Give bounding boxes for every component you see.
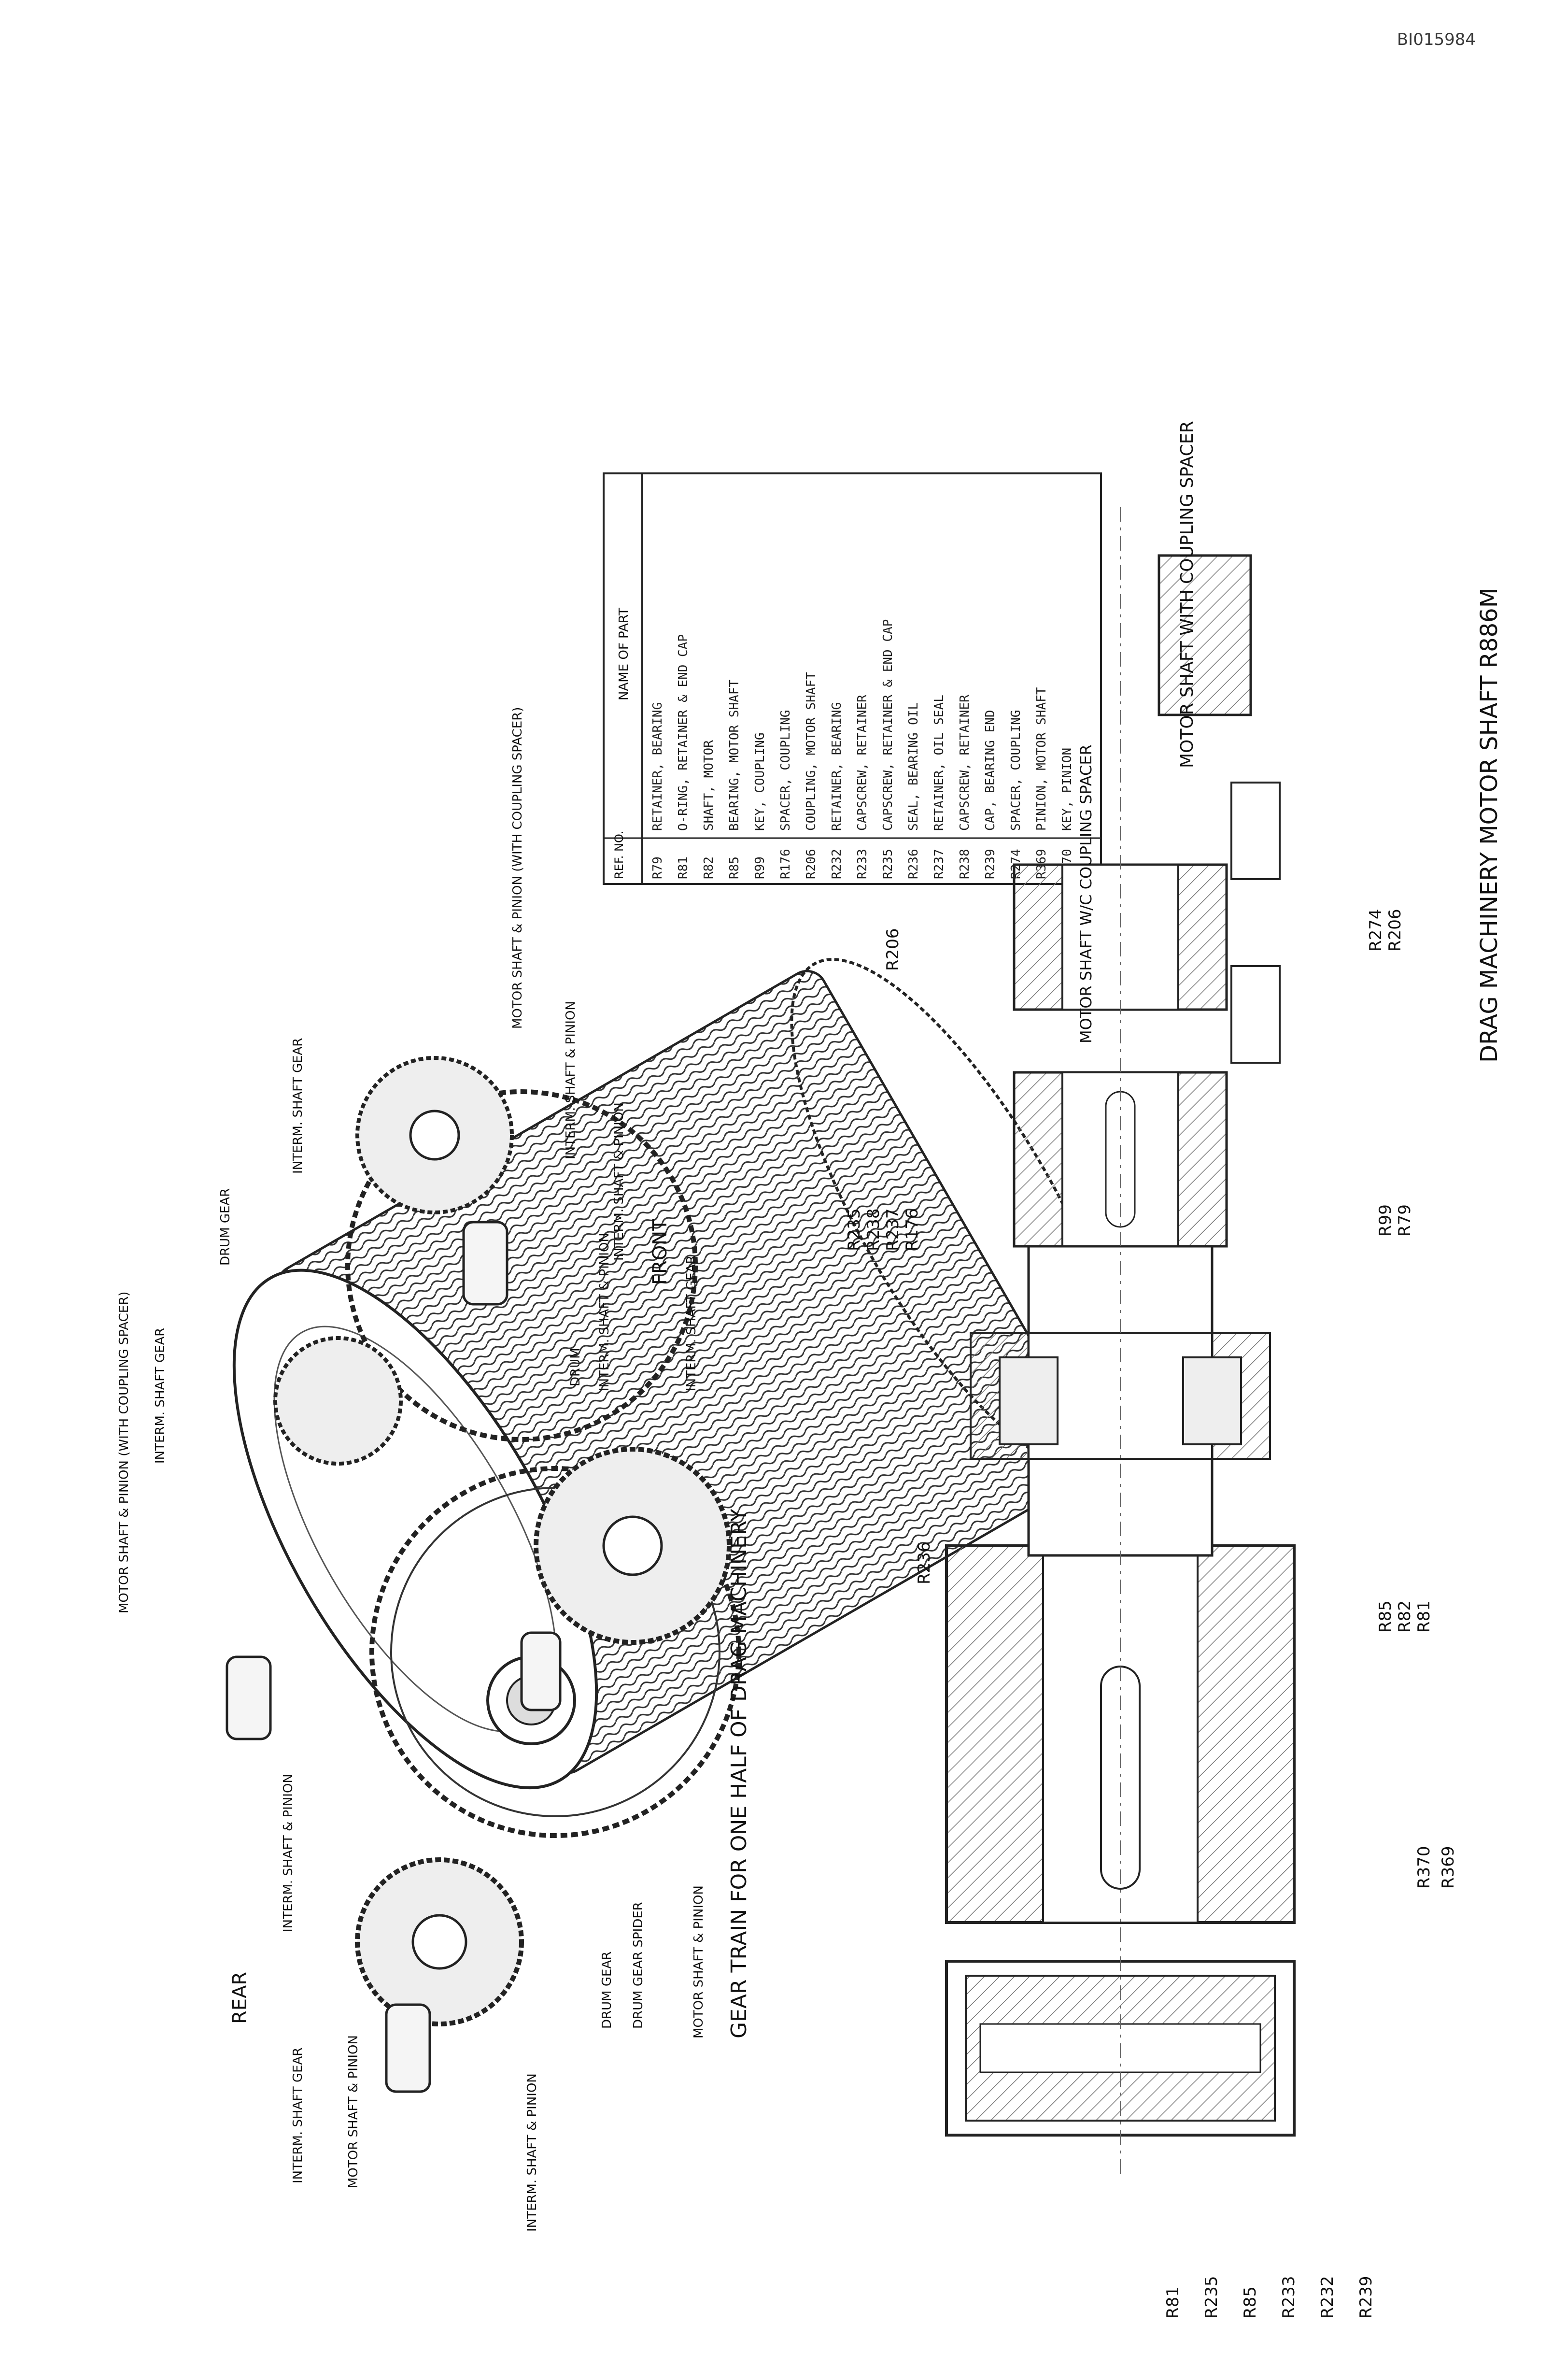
parts-table-ref-0: R79 — [650, 856, 665, 879]
callout-top-2: R235 — [845, 1208, 864, 1251]
parts-table-name-13: CAP, BEARING END — [983, 710, 998, 831]
interm-shaft-pinion-mid — [520, 1631, 562, 1711]
callout-bottom-8: R274 — [1366, 909, 1385, 952]
parts-table-ref-6: R206 — [804, 849, 819, 879]
callout-left-5: R232 — [1318, 2276, 1337, 2319]
label-interm-shaft-pinion-right1: INTERM. SHAFT & PINION — [564, 1001, 578, 1159]
parts-table-ref-9: R235 — [881, 849, 895, 879]
callout-bottom-5: R81 — [1414, 1600, 1434, 1633]
parts-table-ref-1: R81 — [676, 856, 691, 879]
parts-table-name-4: KEY, COUPLING — [753, 733, 767, 831]
label-drum-gear-bottom: DRUM GEAR — [600, 1952, 614, 2029]
label-interm-shaft-pinion-left-top: INTERM. SHAFT & PINION — [281, 1774, 296, 1932]
parts-table-name-11: RETAINER, OIL SEAL — [932, 695, 946, 831]
interm-shaft-gear-top — [273, 1336, 403, 1466]
callout-left-2: R235 — [1202, 2276, 1221, 2319]
parts-table-ref-7: R232 — [830, 849, 844, 879]
callout-top-4: R237 — [883, 1208, 903, 1251]
parts-table-ref-8: R233 — [855, 849, 870, 879]
parts-table-header-ref: REF. NO. — [612, 830, 626, 879]
parts-table-ref-12: R238 — [958, 849, 972, 879]
label-interm-shaft-pinion-left-bottom: INTERM. SHAFT & PINION — [525, 2073, 539, 2232]
callout-top-3: R238 — [864, 1208, 883, 1251]
parts-table-ref-5: R176 — [778, 849, 793, 879]
parts-table-name-14: SPACER, COUPLING — [1009, 710, 1023, 831]
parts-table-name-0: RETAINER, BEARING — [650, 702, 665, 831]
callout-top-5: R176 — [903, 1208, 922, 1251]
parts-table-ref-2: R82 — [702, 856, 716, 879]
label-interm-shaft-gear-top: INTERM. SHAFT GEAR — [153, 1328, 168, 1464]
callout-left-1: R81 — [1163, 2286, 1183, 2319]
label-drum-gear-top: DRUM GEAR — [218, 1188, 233, 1266]
callout-bottom-6: R99 — [1376, 1204, 1395, 1237]
parts-table: REF. NO. NAME OF PART R79 RETAINER, BEARI… — [603, 472, 1102, 885]
gear-train-illustration: MOTOR SHAFT & PINION (WITH COUPLING SPAC… — [117, 707, 1128, 2232]
callout-bottom-4: R82 — [1395, 1600, 1414, 1633]
gear-train-title: GEAR TRAIN FOR ONE HALF OF DRAG MACHINER… — [727, 1509, 751, 2038]
label-motor-shaft-pinion-left: MOTOR SHAFT & PINION — [346, 2035, 361, 2188]
parts-table-ref-11: R237 — [932, 849, 946, 879]
interm-shaft-pinion-left — [226, 1655, 272, 1740]
label-interm-shaft-gear-right: INTERM. SHAFT GEAR — [291, 1038, 305, 1174]
parts-table-name-12: CAPSCREW, RETAINER — [958, 695, 972, 831]
parts-table-name-10: SEAL, BEARING OIL — [906, 702, 921, 831]
label-interm-shaft-gear-left: INTERM. SHAFT GEAR — [291, 2048, 305, 2183]
callout-bottom-7: R79 — [1395, 1204, 1414, 1237]
label-motor-shaft-pinion-coupling-top: MOTOR SHAFT & PINION (WITH COUPLING SPAC… — [117, 1292, 131, 1613]
label-interm-shaft-pinion-right3: INTERM. SHAFT & PINION — [597, 1233, 612, 1391]
label-drum-gear-spider: DRUM GEAR SPIDER — [631, 1902, 646, 2029]
parts-table-header-name: NAME OF PART — [617, 608, 631, 700]
parts-table-ref-10: R236 — [906, 849, 921, 879]
parts-table-ref-3: R85 — [727, 856, 742, 879]
parts-table-ref-4: R99 — [753, 856, 767, 879]
motor-shaft-pinion-left — [385, 2003, 431, 2093]
callout-bottom-2: R369 — [1439, 1846, 1458, 1889]
label-coupling-mid: MOTOR SHAFT W/C COUPLING SPACER — [1077, 744, 1095, 1043]
parts-table-name-7: RETAINER, BEARING — [830, 702, 844, 831]
label-interm-shaft-gear-bottom: INTERM. SHAFT GEAR — [684, 1255, 699, 1391]
parts-table-ref-13: R239 — [983, 849, 998, 879]
sheet-title: DRAG MACHINERY MOTOR SHAFT R886M — [1476, 588, 1503, 1063]
label-rear: REAR — [229, 1972, 251, 2024]
parts-table-name-6: COUPLING, MOTOR SHAFT — [804, 672, 819, 831]
parts-table-rows: R79 RETAINER, BEARING R81 O-RING, RETAINER … — [650, 619, 1074, 879]
callout-left-6: R239 — [1356, 2276, 1376, 2319]
label-interm-shaft-pinion-right2: INTERM. SHAFT & PINION — [612, 1102, 626, 1261]
callout-top-1: R236 — [915, 1541, 934, 1584]
callout-bottom-3: R85 — [1376, 1600, 1395, 1633]
drum-gear-rear — [369, 1466, 741, 1838]
label-drum: DRUM — [568, 1348, 583, 1386]
parts-table-name-9: CAPSCREW, RETAINER & END CAP — [881, 619, 895, 831]
parts-table-name-3: BEARING, MOTOR SHAFT — [727, 680, 742, 831]
callout-bottom-1: R370 — [1414, 1846, 1434, 1889]
parts-table-name-5: SPACER, COUPLING — [778, 710, 793, 831]
label-motor-shaft-pinion-bottom: MOTOR SHAFT & PINION — [692, 1885, 706, 2038]
callout-bottom-9: R206 — [1385, 909, 1405, 952]
callout-top-6: R206 — [883, 928, 903, 971]
parts-table-name-15: PINION, MOTOR SHAFT — [1034, 687, 1049, 831]
label-front: FRONT — [649, 1219, 671, 1285]
motor-shaft-pinion-right — [462, 1221, 508, 1306]
parts-table-name-16: KEY, PINION — [1060, 748, 1074, 831]
callout-left-3: R85 — [1241, 2286, 1260, 2319]
motor-shaft-section: R81 R235 R85 R233 R232 R239 R236 R235 R2… — [845, 421, 1458, 2319]
drum-gear-front — [345, 1089, 698, 1442]
parts-table-name-8: CAPSCREW, RETAINER — [855, 695, 870, 831]
parts-table-name-1: O-RING, RETAINER & END CAP — [676, 634, 691, 831]
callout-left-4: R233 — [1279, 2276, 1299, 2319]
label-coupling-right: MOTOR SHAFT WITH COUPLING SPACER — [1177, 421, 1197, 768]
parts-table-name-2: SHAFT, MOTOR — [702, 740, 716, 831]
label-motor-shaft-pinion-coupling-right: MOTOR SHAFT & PINION (WITH COUPLING SPAC… — [510, 707, 525, 1029]
document-code: BI015984 — [1397, 30, 1476, 49]
